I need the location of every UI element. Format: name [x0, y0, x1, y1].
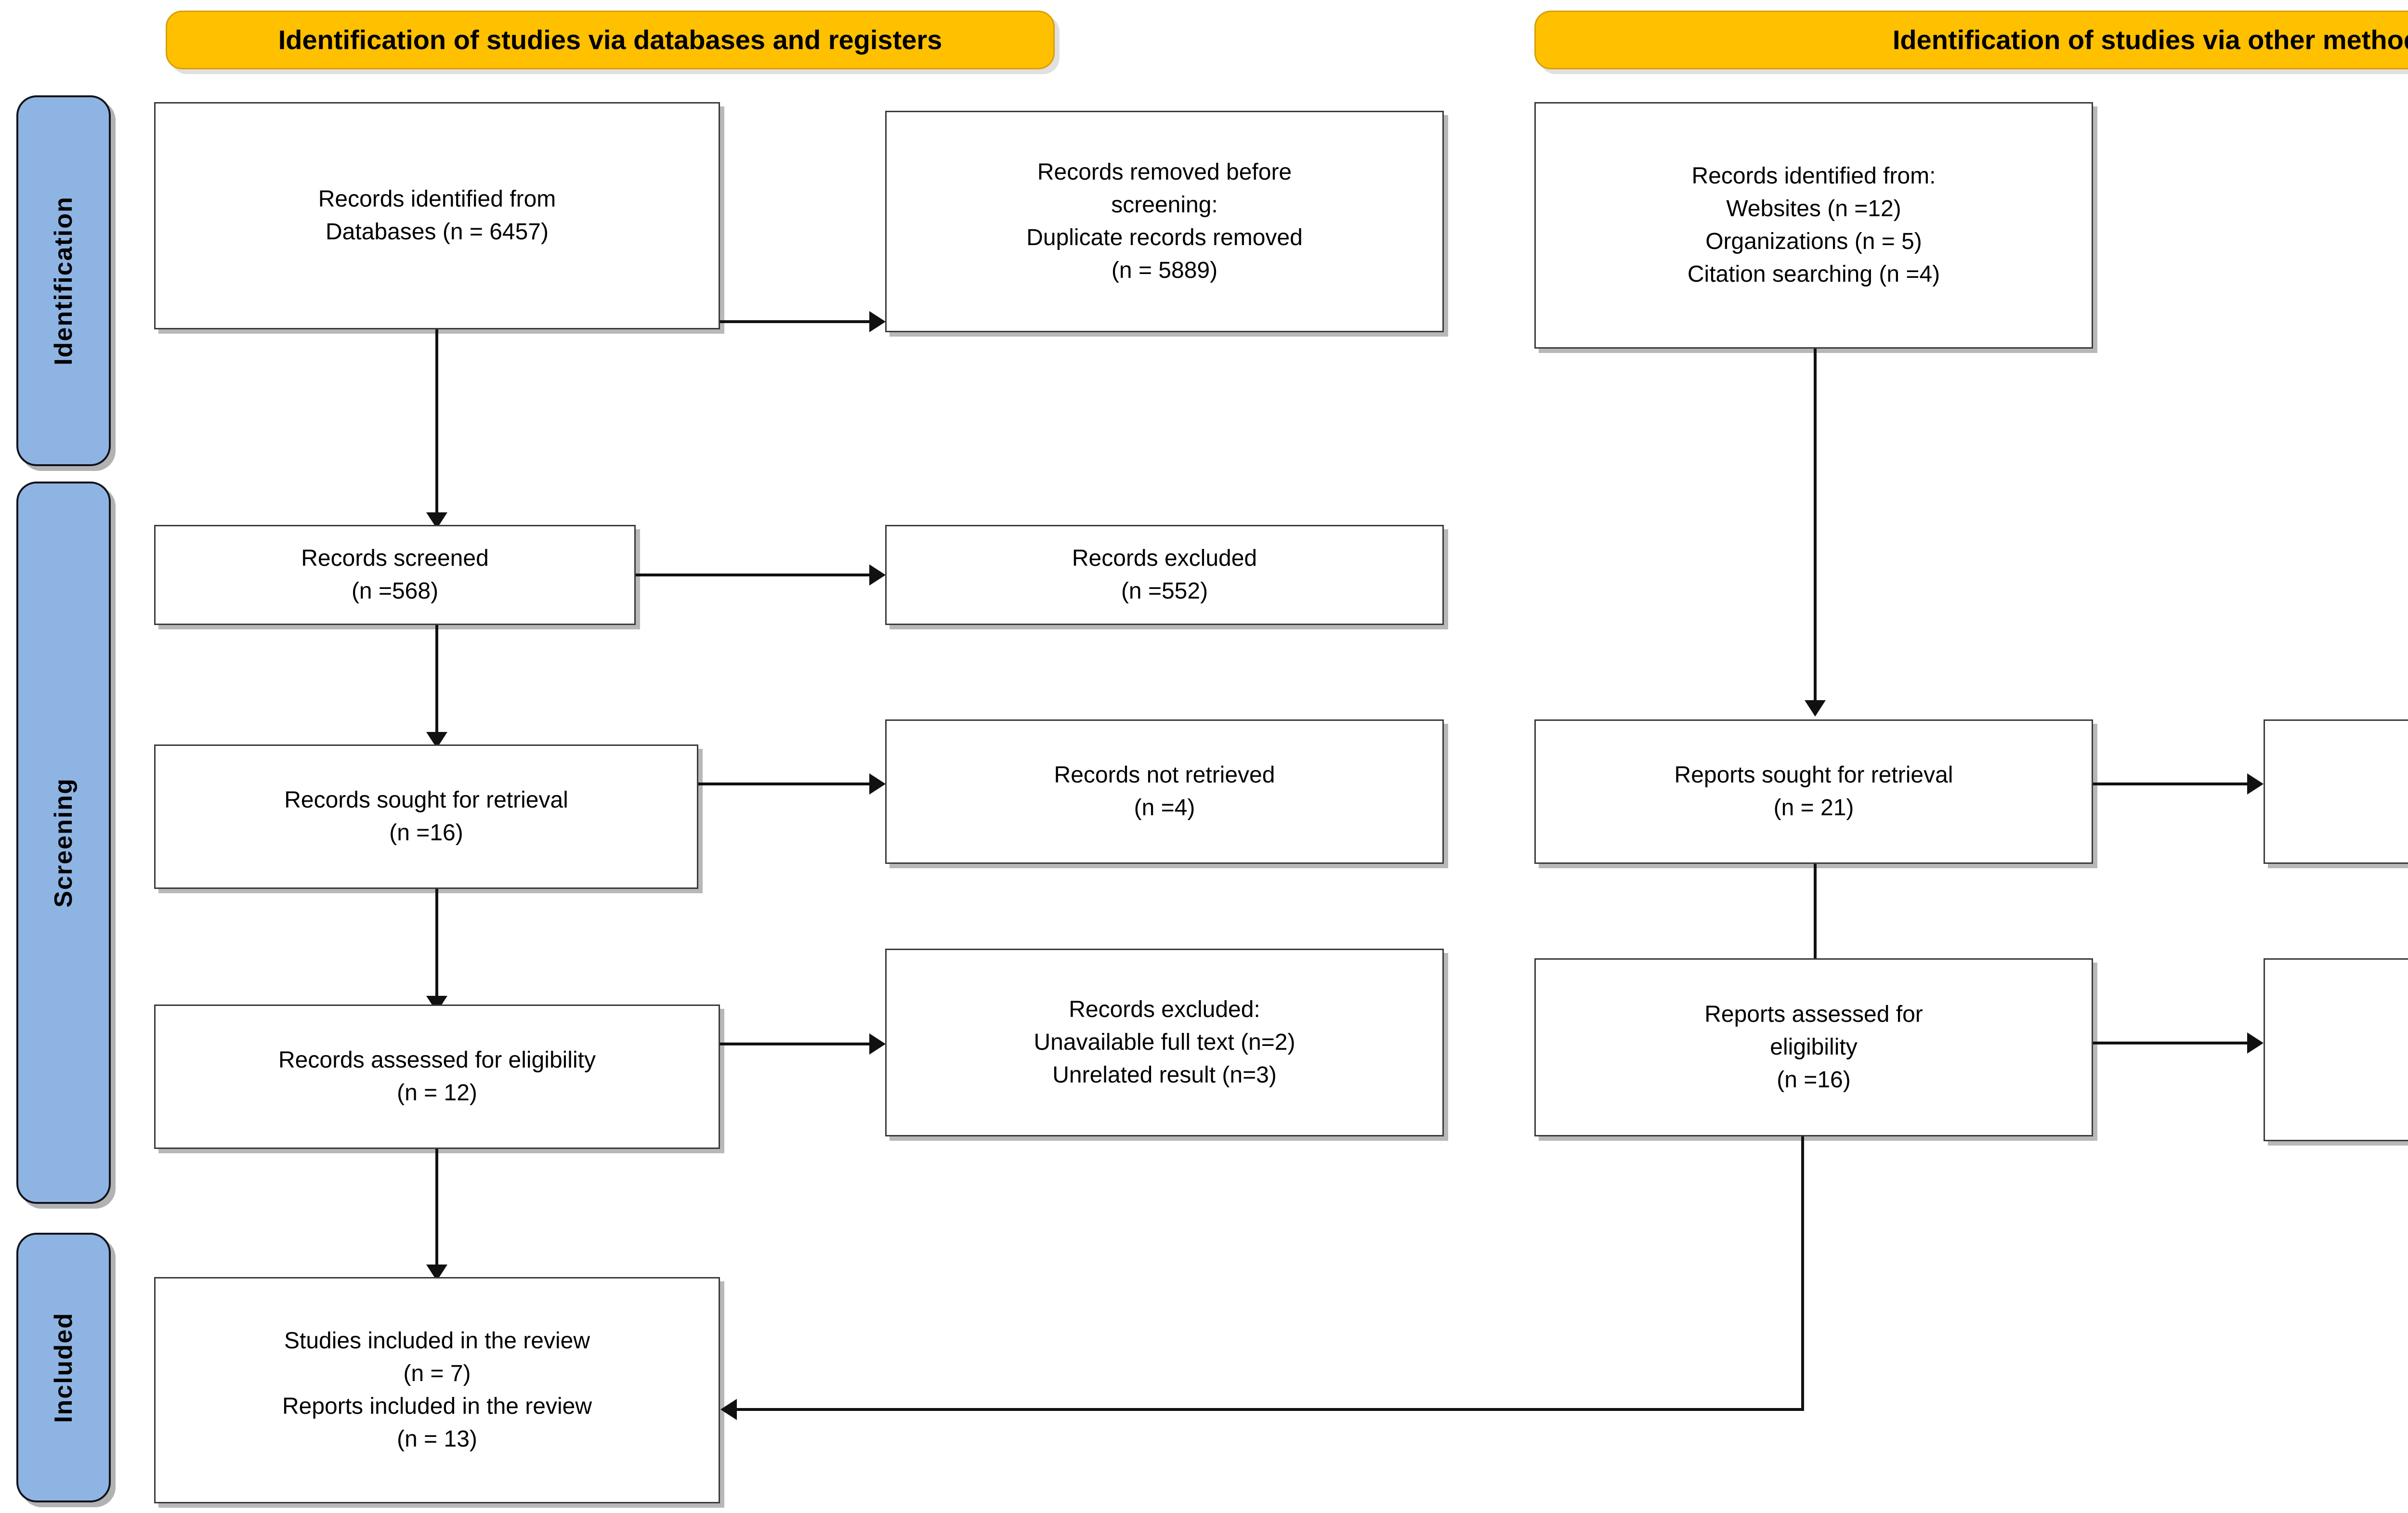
connector-identified-to-removed — [720, 320, 869, 323]
box-records-sought-for-retrieval: Records sought for retrieval (n =16) — [154, 744, 698, 889]
box-line: screening: — [1111, 192, 1218, 218]
box-line: Databases (n = 6457) — [326, 219, 549, 245]
connector-sought-to-not-retrieved — [698, 783, 869, 785]
box-records-excluded-with-reasons: Records excluded: Unavailable full text … — [885, 949, 1444, 1136]
box-line: (n =16) — [1777, 1067, 1851, 1093]
connector-reports-assessed-to-included-horizontal — [737, 1408, 1804, 1411]
box-records-identified-from-databases: Records identified from Databases (n = 6… — [154, 102, 720, 329]
arrowhead-reports-assessed-to-excluded — [2247, 1032, 2264, 1054]
box-line: (n = 12) — [397, 1080, 477, 1106]
connector-screened-to-excluded — [636, 574, 869, 576]
box-line: Reports sought for retrieval — [1674, 762, 1953, 788]
box-line: Unavailable full text (n=2) — [1034, 1029, 1296, 1055]
box-records-screened: Records screened (n =568) — [154, 525, 636, 625]
box-line: (n = 13) — [397, 1426, 477, 1452]
box-records-assessed-for-eligibility: Records assessed for eligibility (n = 12… — [154, 1004, 720, 1149]
box-line: Records excluded — [1072, 545, 1257, 571]
box-line: basket was not reported — [2273, 1050, 2408, 1083]
banner-databases-registers: Identification of studies via databases … — [166, 11, 1055, 69]
banner-databases-registers-label: Identification of studies via databases … — [278, 25, 942, 55]
box-line: Citation searching (n =4) — [1687, 261, 1940, 287]
connector-screened-to-sought — [435, 625, 438, 732]
arrowhead-assessed-to-excluded-reasons — [869, 1033, 886, 1055]
box-line: (n = 7) — [403, 1360, 471, 1386]
connector-reports-assessed-to-excluded — [2093, 1042, 2247, 1044]
box-reports-sought-for-retrieval: Reports sought for retrieval (n = 21) — [1534, 719, 2093, 864]
box-line: Websites (n =12) — [1726, 196, 1901, 222]
box-line: eligibility — [1770, 1034, 1858, 1060]
connector-identified-to-screened — [435, 329, 438, 512]
box-studies-reports-included: Studies included in the review (n = 7) R… — [154, 1277, 720, 1503]
box-line: (n = 5889) — [1111, 258, 1218, 284]
stage-label-identification: Identification — [50, 196, 78, 365]
box-line: Studies included in the review — [284, 1328, 590, 1354]
arrowhead-other-to-reports-sought — [1805, 700, 1826, 717]
connector-reports-sought-to-not-retrieved — [2093, 783, 2247, 785]
stage-label-included: Included — [50, 1312, 78, 1423]
arrowhead-reports-sought-to-not-retrieved — [2247, 773, 2264, 795]
arrowhead-screened-to-excluded — [869, 564, 886, 586]
stage-label-screening: Screening — [50, 778, 78, 908]
box-line: (n =16) — [389, 820, 463, 846]
box-line: Reports excluded: — [2273, 984, 2408, 1017]
box-line: Records identified from — [318, 186, 556, 212]
stage-pill-included: Included — [16, 1233, 111, 1502]
box-line: (n = 21) — [1773, 795, 1854, 821]
box-line: Organizations (n = 5) — [1705, 229, 1922, 254]
box-line: Composition of the food — [2273, 1017, 2408, 1050]
box-reports-not-retrieved: Reports not retrieved (n =5) — [2264, 719, 2408, 864]
connector-reports-sought-to-assessed — [1814, 864, 1817, 958]
connector-reports-assessed-to-included-vertical — [1801, 1136, 1804, 1411]
arrowhead-sought-to-not-retrieved — [869, 773, 886, 795]
stage-pill-identification: Identification — [16, 95, 111, 466]
stage-pill-screening: Screening — [16, 482, 111, 1204]
box-records-identified-other-methods: Records identified from: Websites (n =12… — [1534, 102, 2093, 349]
box-records-excluded: Records excluded (n =552) — [885, 525, 1444, 625]
arrowhead-identified-to-removed — [869, 311, 886, 332]
banner-other-methods-label: Identification of studies via other meth… — [1892, 25, 2408, 55]
box-line: (n =552) — [1121, 578, 1208, 604]
box-line: Reports assessed for — [1704, 1001, 1923, 1027]
arrowhead-reports-assessed-to-included — [720, 1399, 737, 1420]
box-records-not-retrieved: Records not retrieved (n =4) — [885, 719, 1444, 864]
box-line: Records removed before — [1037, 159, 1292, 185]
box-line: Records identified from: — [1691, 163, 1936, 189]
box-line: (n =4) — [1134, 795, 1195, 821]
box-line: (n =568) — [351, 578, 439, 604]
box-reports-excluded-with-reasons: Reports excluded: Composition of the foo… — [2264, 958, 2408, 1141]
connector-assessed-to-included — [435, 1149, 438, 1265]
box-line: Reports not retrieved — [2273, 759, 2408, 792]
box-line: Records not retrieved — [1054, 762, 1275, 788]
box-line: Records sought for retrieval — [284, 787, 568, 813]
connector-sought-to-assessed — [435, 889, 438, 996]
box-line: Duplicate records removed — [1026, 225, 1303, 250]
connector-assessed-to-excluded-reasons — [720, 1043, 869, 1045]
box-line: Reports included in the review — [282, 1394, 592, 1419]
box-line: (n =3) — [2273, 1083, 2408, 1115]
connector-other-to-reports-sought — [1814, 349, 1817, 700]
box-line: Records screened — [301, 545, 489, 571]
box-line: Records assessed for eligibility — [278, 1047, 596, 1073]
box-line: Records excluded: — [1069, 996, 1260, 1022]
banner-other-methods: Identification of studies via other meth… — [1534, 11, 2408, 69]
box-line: (n =5) — [2273, 792, 2408, 824]
box-reports-assessed-for-eligibility: Reports assessed for eligibility (n =16) — [1534, 958, 2093, 1136]
box-records-removed-before-screening: Records removed before screening: Duplic… — [885, 111, 1444, 332]
box-line: Unrelated result (n=3) — [1052, 1062, 1277, 1088]
